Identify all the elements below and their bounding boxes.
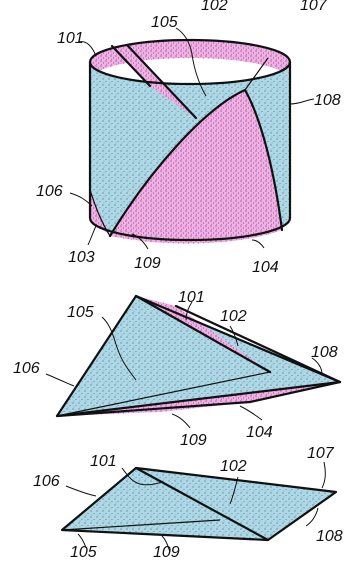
label-102-mid: 102 [220, 308, 247, 325]
label-107: 107 [300, 0, 328, 14]
label-104-mid: 104 [246, 424, 273, 441]
label-109-mid: 109 [180, 432, 207, 449]
flat-sheet-labels: 101 102 107 106 108 105 109 [33, 445, 343, 561]
flat-sheet-figure [60, 466, 338, 542]
label-107-bot: 107 [307, 445, 335, 462]
label-101-bot: 101 [90, 453, 117, 470]
cylinder-pink-sliver [90, 190, 110, 234]
label-108-bot: 108 [316, 528, 343, 545]
label-101-mid: 101 [178, 289, 205, 306]
flat-sheet-blue [62, 468, 336, 540]
label-102-bot: 102 [220, 458, 247, 475]
label-105-bot: 105 [70, 544, 97, 561]
label-105: 105 [151, 14, 178, 31]
label-106-mid: 106 [13, 360, 40, 377]
label-109: 109 [134, 255, 161, 272]
label-103: 103 [68, 249, 95, 266]
cylinder-pink-region [110, 90, 282, 244]
label-101: 101 [57, 30, 84, 47]
label-109-bot: 109 [153, 544, 180, 561]
folded-figure [55, 294, 342, 418]
label-104: 104 [252, 259, 279, 276]
folded-labels: 105 101 102 108 106 109 104 [13, 289, 338, 449]
label-102: 102 [201, 0, 228, 14]
label-108: 108 [314, 92, 341, 109]
cylinder-figure [88, 38, 292, 244]
cylinder-interior [90, 40, 290, 80]
label-106-bot: 106 [33, 473, 60, 490]
folded-blue-top [57, 296, 340, 416]
cylinder-labels: 101 105 102 107 108 106 103 109 104 [36, 0, 341, 276]
label-106: 106 [36, 183, 63, 200]
label-105-mid: 105 [67, 304, 94, 321]
label-108-mid: 108 [311, 344, 338, 361]
